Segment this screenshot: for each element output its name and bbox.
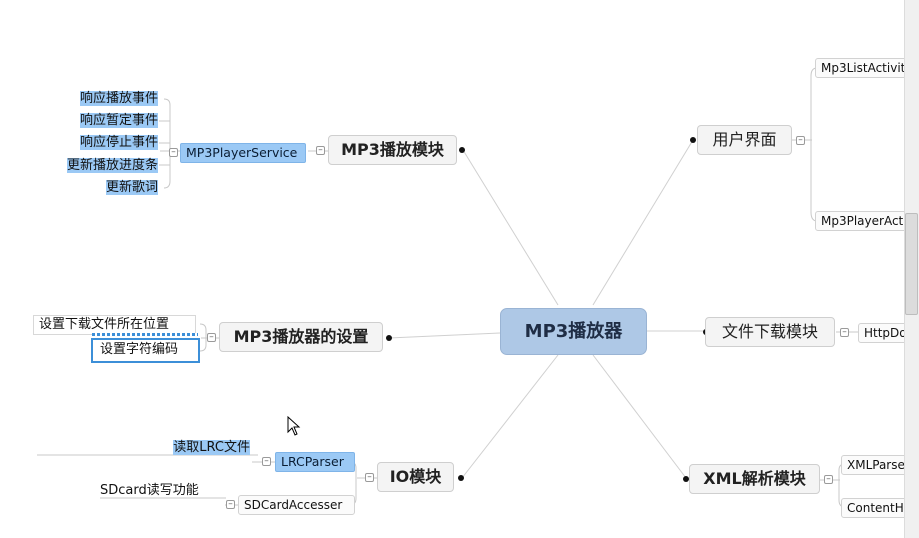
collapse-minus-icon[interactable]: – (796, 136, 805, 145)
vertical-scrollbar[interactable] (904, 0, 919, 538)
leaf-label: 更新播放进度条 (66, 158, 158, 173)
leaf-label: 响应播放事件 (79, 91, 158, 106)
mouse-pointer-icon (287, 415, 301, 440)
leaf-playback-event[interactable]: 响应暂定事件 (38, 112, 158, 129)
collapse-minus-icon[interactable]: – (226, 500, 235, 509)
leaf-label: 更新歌词 (105, 180, 158, 195)
root-node[interactable]: MP3播放器 (500, 308, 647, 355)
subtopic-download-location[interactable]: 设置下载文件所在位置 (33, 315, 196, 335)
leaf-playback-event[interactable]: 响应播放事件 (38, 90, 158, 107)
collapse-minus-icon[interactable]: – (824, 475, 833, 484)
collapse-minus-icon[interactable]: – (840, 328, 849, 337)
leaf-label: 响应暂定事件 (79, 113, 158, 128)
topic-user-interface[interactable]: 用户界面 (697, 125, 792, 155)
edit-selection-marker (92, 333, 198, 336)
subtopic-mp3listactivity[interactable]: Mp3ListActivity (815, 58, 910, 78)
subtopic-lrcparser[interactable]: LRCParser (275, 452, 355, 472)
leaf-label: 响应停止事件 (79, 135, 158, 150)
subtopic-charset-editing[interactable]: 设置字符编码 (91, 338, 200, 363)
scrollbar-thumb[interactable] (905, 213, 918, 315)
leaf-playback-event[interactable]: 更新歌词 (38, 179, 158, 196)
connector-dot (690, 137, 696, 143)
leaf-playback-event[interactable]: 响应停止事件 (38, 134, 158, 151)
subtopic-mp3playerservice[interactable]: MP3PlayerService (180, 143, 306, 163)
connector-dot (458, 475, 464, 481)
collapse-minus-icon[interactable]: – (316, 146, 325, 155)
collapse-minus-icon[interactable]: – (169, 148, 178, 157)
leaf-lrc-note[interactable]: 读取LRC文件 (150, 439, 250, 456)
collapse-minus-icon[interactable]: – (207, 333, 216, 342)
topic-player-settings[interactable]: MP3播放器的设置 (219, 322, 383, 352)
leaf-sdcard-note[interactable]: SDcard读写功能 (100, 483, 199, 498)
topic-io-module[interactable]: IO模块 (377, 462, 454, 492)
leaf-playback-event[interactable]: 更新播放进度条 (38, 157, 158, 174)
subtopic-mp3playeractivity[interactable]: Mp3PlayerActivity (815, 211, 910, 231)
leaf-label: 读取LRC文件 (173, 440, 250, 455)
collapse-minus-icon[interactable]: – (365, 473, 374, 482)
connector-dot (459, 147, 465, 153)
topic-playback-module[interactable]: MP3播放模块 (328, 135, 457, 165)
connector-dot (386, 335, 392, 341)
subtopic-sdcardaccesser[interactable]: SDCardAccesser (238, 495, 355, 515)
connector-dot (683, 476, 689, 482)
subtopic-xmlparser[interactable]: XMLParser (841, 455, 911, 475)
collapse-minus-icon[interactable]: – (262, 457, 271, 466)
topic-file-download-module[interactable]: 文件下载模块 (705, 317, 835, 347)
topic-xml-parse-module[interactable]: XML解析模块 (689, 464, 820, 494)
subtopic-contenthandler[interactable]: ContentHandler (841, 498, 911, 518)
